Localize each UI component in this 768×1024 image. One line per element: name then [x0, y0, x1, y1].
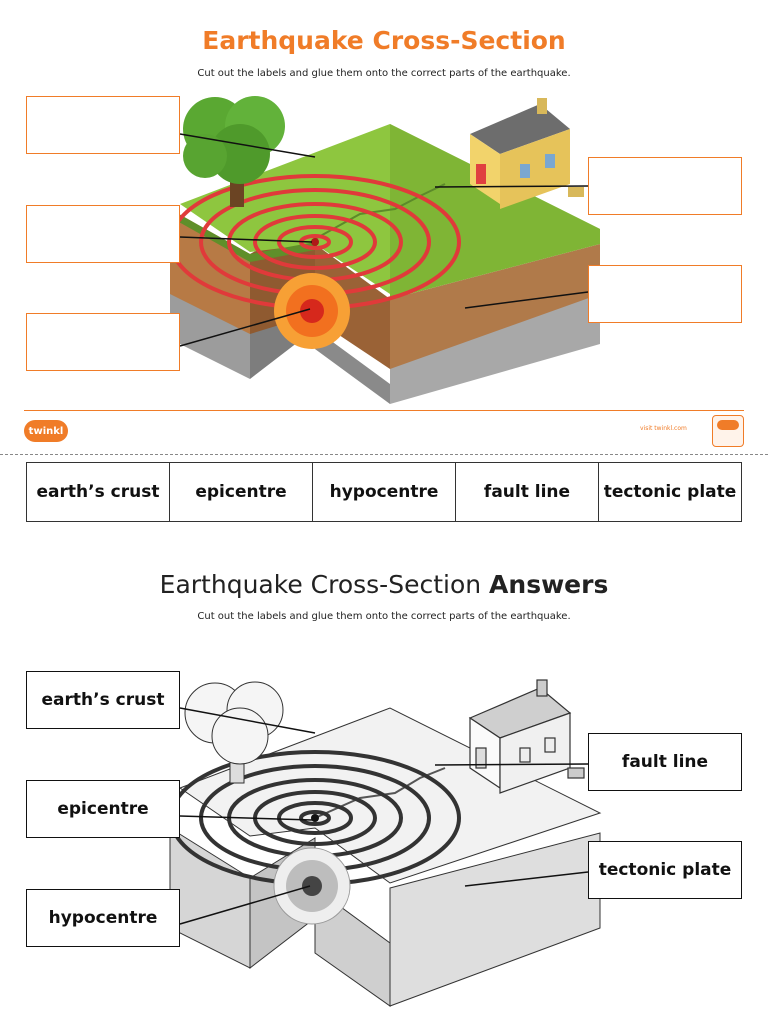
answer-label-tectonic-plate: tectonic plate: [588, 841, 742, 899]
cut-label[interactable]: tectonic plate: [599, 463, 741, 521]
answer-label-earths-crust: earth’s crust: [26, 671, 180, 729]
answers-title: Earthquake Cross-Section Answers: [0, 570, 768, 599]
footer-line: [24, 410, 744, 411]
answer-label-fault-line: fault line: [588, 733, 742, 791]
blank-label-tectonic-plate: [588, 265, 742, 323]
blank-label-earths-crust: [26, 96, 180, 154]
page-title: Earthquake Cross-Section: [0, 26, 768, 55]
cut-line: [0, 454, 768, 455]
visit-link[interactable]: visit twinkl.com: [640, 425, 687, 432]
cut-label[interactable]: hypocentre: [313, 463, 456, 521]
cut-label[interactable]: epicentre: [170, 463, 313, 521]
blank-label-hypocentre: [26, 313, 180, 371]
answer-label-epicentre: epicentre: [26, 780, 180, 838]
badge-icon: [712, 415, 744, 447]
cut-label[interactable]: earth’s crust: [27, 463, 170, 521]
twinkl-logo: twinkl: [24, 420, 68, 442]
answers-instructions: Cut out the labels and glue them onto th…: [0, 611, 768, 622]
answer-label-hypocentre: hypocentre: [26, 889, 180, 947]
blank-label-epicentre: [26, 205, 180, 263]
cut-label[interactable]: fault line: [456, 463, 599, 521]
answers-title-main: Earthquake Cross-Section: [160, 570, 481, 599]
instructions: Cut out the labels and glue them onto th…: [0, 68, 768, 79]
blank-label-fault-line: [588, 157, 742, 215]
answers-title-bold: Answers: [489, 570, 608, 599]
cut-out-labels: earth’s crust epicentre hypocentre fault…: [26, 462, 742, 522]
